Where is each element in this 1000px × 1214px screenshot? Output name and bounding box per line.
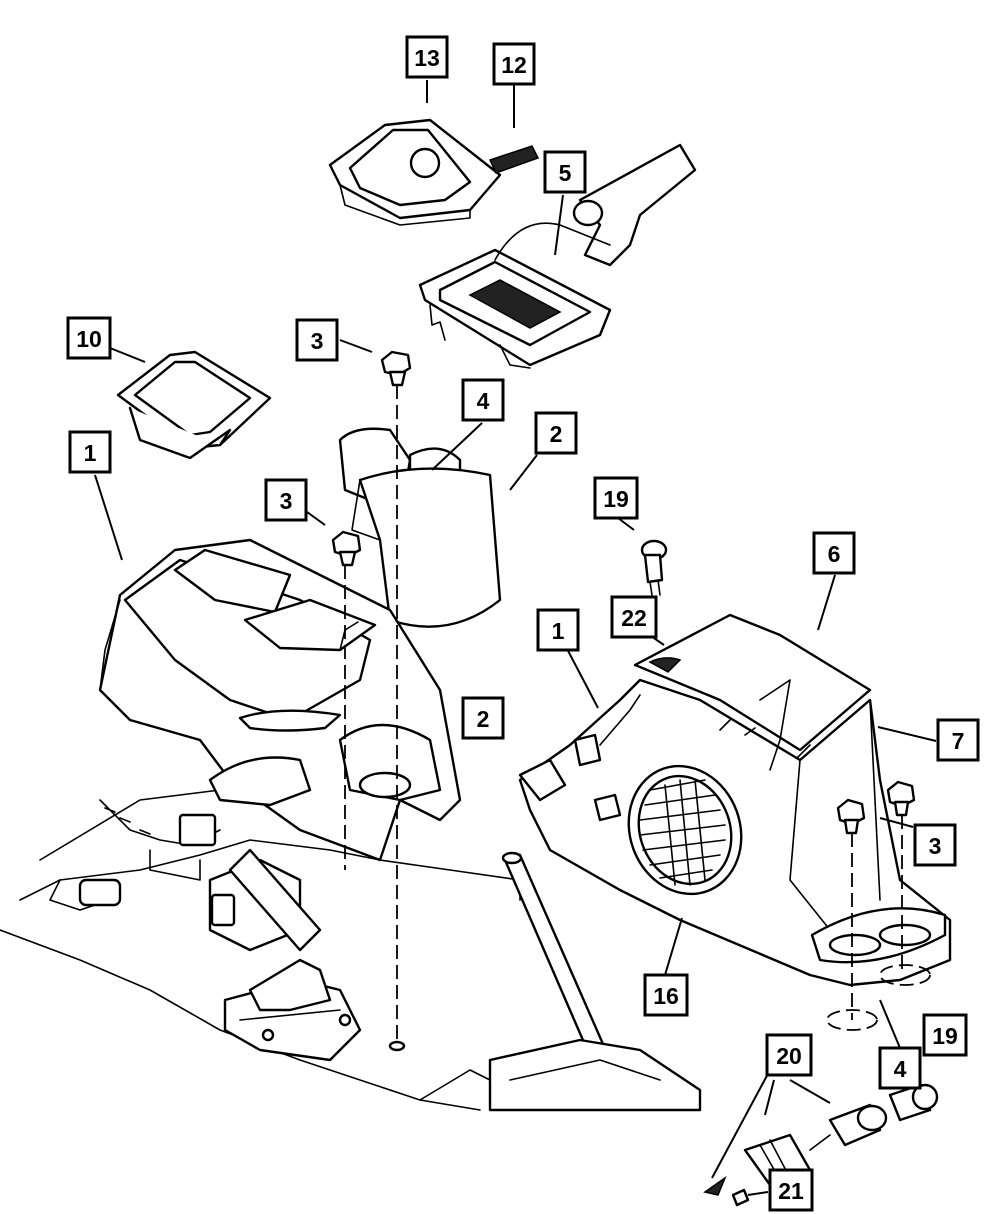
wire-harness: [99, 799, 221, 881]
part-19-socket: [640, 539, 668, 596]
callout-16: 16: [643, 973, 689, 1017]
callout-3-middle-label: 3: [280, 488, 293, 514]
part-13-shift-bezel: [328, 118, 502, 226]
callout-20-label: 20: [776, 1043, 802, 1069]
callout-7-label: 7: [952, 728, 965, 754]
callout-3-rear: 3: [913, 823, 957, 867]
lighter-assembly: [703, 1083, 939, 1207]
callout-13: 13: [405, 35, 449, 79]
mount-circle-left: [826, 1009, 878, 1031]
harness-connectors: [518, 694, 641, 822]
shifter-assembly: [208, 848, 362, 1062]
callout-2-upper-label: 2: [550, 421, 563, 447]
callout-2-lower: 2: [461, 696, 505, 740]
mount-point-center: [388, 1040, 406, 1052]
callout-21-label: 21: [778, 1178, 804, 1204]
callout-6-label: 6: [828, 541, 841, 567]
parking-brake-lever: [488, 851, 702, 1112]
callout-3-rear-label: 3: [929, 833, 942, 859]
callout-2-lower-label: 2: [477, 706, 490, 732]
callout-5-label: 5: [559, 160, 572, 186]
part-3-screw-rear-right: [886, 780, 916, 817]
parking-brake-handle: [494, 143, 697, 267]
callout-21: 21: [768, 1168, 814, 1212]
part-10-storage-bin: [116, 350, 272, 460]
callout-16-label: 16: [653, 983, 679, 1009]
speaker-grille: [627, 764, 743, 896]
floor-pan: [0, 789, 521, 1111]
callout-1-right: 1: [536, 608, 580, 652]
callout-19-upper-label: 19: [603, 486, 629, 512]
callout-20: 20: [765, 1033, 813, 1077]
callout-4-lower-label: 4: [894, 1056, 907, 1082]
callout-22-label: 22: [621, 605, 647, 631]
mount-circle-right: [879, 964, 931, 986]
callout-3-upper: 3: [295, 318, 339, 362]
part-5-bezel: [418, 248, 612, 369]
callout-3-middle: 3: [264, 478, 308, 522]
callout-4-upper-label: 4: [477, 388, 490, 414]
part-12-strip: [488, 145, 540, 174]
part-2-cupholder-sleeve: [351, 467, 502, 628]
callout-4-lower: 4: [878, 1046, 922, 1090]
part-3-screw-upper: [380, 350, 412, 387]
leader-lines: [94, 80, 937, 1196]
callout-1-left: 1: [68, 430, 112, 474]
callout-7: 7: [936, 718, 980, 762]
callout-19-lower: 19: [922, 1013, 968, 1057]
callout-4-upper: 4: [461, 378, 505, 422]
callout-19-lower-label: 19: [932, 1023, 958, 1049]
part-3-screw-rear-left: [836, 798, 866, 835]
callout-22: 22: [610, 595, 658, 639]
callout-10: 10: [66, 316, 112, 360]
callout-12: 12: [492, 42, 536, 86]
callout-2-upper: 2: [534, 411, 578, 455]
callout-1-left-label: 1: [84, 440, 97, 466]
callout-13-label: 13: [414, 45, 440, 71]
part-3-screw-middle: [331, 530, 362, 567]
callout-12-label: 12: [501, 52, 527, 78]
callout-6: 6: [812, 531, 856, 575]
callout-1-right-label: 1: [552, 618, 565, 644]
callout-5: 5: [543, 150, 587, 194]
callout-10-label: 10: [76, 326, 102, 352]
callout-19-upper: 19: [593, 476, 639, 520]
callout-3-upper-label: 3: [311, 328, 324, 354]
